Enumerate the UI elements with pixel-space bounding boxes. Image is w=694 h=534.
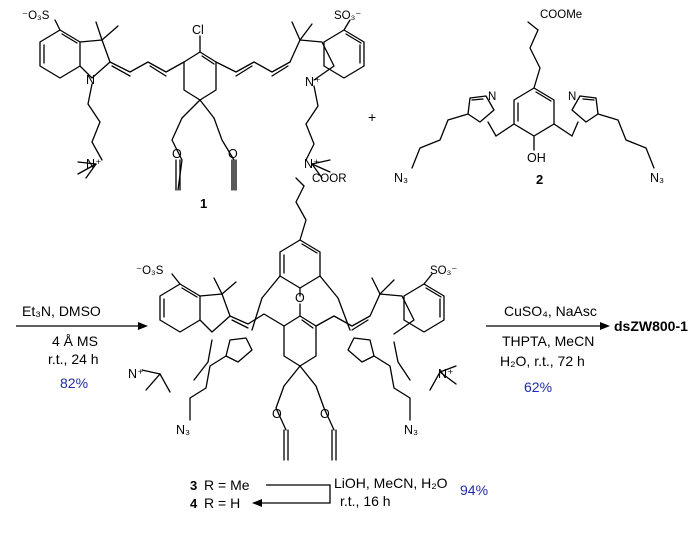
c1-sulfonate-left: ⁻O₃S — [22, 10, 50, 22]
step2-yield: 62% — [524, 379, 552, 395]
compound-2-number: 2 — [536, 172, 543, 187]
c3-ether-o-left: O — [272, 407, 282, 421]
step3-reagents: LiOH, MeCN, H₂O — [334, 475, 448, 491]
step1-arrowhead — [138, 322, 148, 330]
c1-chloro: Cl — [192, 23, 204, 37]
c2-azide-left: N₃ — [394, 171, 408, 185]
step2-arrowhead — [600, 322, 610, 330]
c2-triazole-n-left: N — [488, 91, 496, 103]
step3-arrowhead — [252, 499, 262, 507]
compound-2-structure — [411, 21, 655, 169]
c3-ammonium-right: N⁺ — [438, 367, 454, 381]
c1-ether-o-left: O — [172, 147, 182, 161]
c1-indoline-n: N — [86, 73, 95, 87]
variant-4-label: R = H — [204, 495, 240, 511]
c1-ammonium-right: N⁺ — [304, 157, 320, 171]
c1-ammonium-left: N⁺ — [86, 157, 102, 171]
plus-sign: + — [368, 109, 376, 125]
step1-conditions-1: 4 Å MS — [52, 333, 98, 349]
variant-4-number: 4 — [190, 496, 198, 511]
c3-sulfonate-right: SO₃⁻ — [430, 265, 457, 277]
c3-bridge-oxygen: O — [295, 291, 305, 305]
compound-1-structure — [39, 19, 365, 191]
step2-conditions-1: THPTA, MeCN — [502, 333, 594, 349]
step1-reagents: Et₃N, DMSO — [22, 303, 101, 319]
c2-azide-right: N₃ — [650, 171, 664, 185]
step3-conditions: r.t., 16 h — [340, 493, 391, 509]
c3-azide-left: N₃ — [176, 423, 190, 437]
compound-3-structure — [141, 177, 457, 461]
compound-1-number: 1 — [200, 196, 207, 211]
variant-3-label: R = Me — [204, 477, 250, 493]
c3-acid-group: COOR — [312, 173, 347, 185]
step3-yield: 94% — [460, 482, 488, 498]
c2-hydroxyl: OH — [527, 151, 546, 165]
c2-triazole-n-right: N — [568, 91, 576, 103]
c3-azide-right: N₃ — [404, 423, 418, 437]
step2-reagents: CuSO₄, NaAsc — [504, 303, 597, 319]
product-label: dsZW800-1 — [614, 318, 688, 334]
step2-conditions-2: H₂O, r.t., 72 h — [500, 353, 585, 369]
c3-ether-o-right: O — [320, 407, 330, 421]
step3-arrow — [262, 484, 331, 504]
step1-conditions-2: r.t., 24 h — [48, 351, 99, 367]
c3-sulfonate-left: ⁻O₃S — [136, 265, 164, 277]
c1-sulfonate-right: SO₃⁻ — [334, 10, 361, 22]
c2-ester: COOMe — [540, 9, 582, 21]
c3-ammonium-left: N⁺ — [128, 367, 144, 381]
step1-yield: 82% — [60, 375, 88, 391]
c1-ether-o-right: O — [228, 147, 238, 161]
c1-indolium-n: N⁺ — [305, 75, 321, 89]
variant-3-number: 3 — [190, 478, 197, 493]
